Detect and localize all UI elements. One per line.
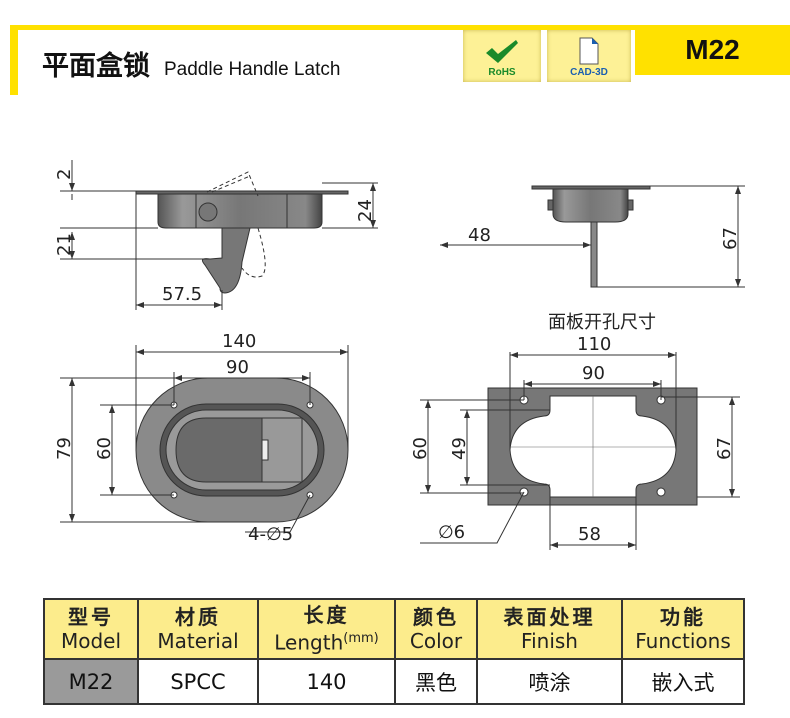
dim-67-cutout: 67 [714, 437, 735, 460]
page-title: 平面盒锁 Paddle Handle Latch [42, 44, 340, 83]
front-view: 140 90 79 60 4-∅5 [54, 331, 349, 545]
dim-57-5: 57.5 [162, 284, 202, 305]
cad-3d-badge[interactable]: CAD-3D [547, 30, 631, 82]
title-cn: 平面盒锁 [42, 51, 150, 82]
cell-finish: 喷涂 [476, 658, 623, 705]
cell-color: 黑色 [394, 658, 478, 705]
check-icon [486, 40, 518, 63]
end-view: 48 67 [440, 185, 745, 288]
panel-cutout-view: 面板开孔尺寸 110 90 60 49 67 ∅6 58 [410, 312, 740, 550]
table-row: M22 SPCC 140 黑色 喷涂 嵌入式 [43, 658, 745, 705]
cell-function: 嵌入式 [621, 658, 745, 705]
dim-79: 79 [54, 437, 75, 460]
rohs-badge: RoHS [463, 30, 541, 82]
title-en: Paddle Handle Latch [164, 59, 341, 80]
dim-67: 67 [720, 227, 741, 250]
cell-model: M22 [43, 658, 139, 705]
dim-hole-6: ∅6 [438, 522, 465, 543]
dim-58: 58 [578, 524, 601, 545]
document-icon [579, 37, 599, 65]
dim-110: 110 [577, 334, 611, 355]
model-number: M22 [635, 25, 790, 75]
cutout-title: 面板开孔尺寸 [548, 312, 656, 333]
dim-49: 49 [449, 437, 470, 460]
cad-3d-label: CAD-3D [570, 67, 608, 78]
side-view: 2 21 24 57.5 [54, 160, 378, 310]
dim-21: 21 [54, 233, 75, 256]
yellow-top-bar [10, 25, 790, 30]
cell-material: SPCC [137, 658, 259, 705]
rohs-label: RoHS [488, 67, 516, 78]
dim-60-cutout: 60 [410, 437, 431, 460]
technical-drawing: 2 21 24 57.5 48 67 [54, 160, 745, 550]
dim-140: 140 [222, 331, 256, 352]
dim-2: 2 [54, 169, 75, 180]
cell-length: 140 [257, 658, 396, 705]
dim-90: 90 [226, 357, 249, 378]
dim-48: 48 [468, 225, 491, 246]
yellow-left-bar [10, 25, 18, 95]
dim-60: 60 [94, 437, 115, 460]
dim-24: 24 [355, 199, 376, 222]
dim-hole-4x5: 4-∅5 [248, 524, 293, 545]
dim-90-cutout: 90 [582, 363, 605, 384]
